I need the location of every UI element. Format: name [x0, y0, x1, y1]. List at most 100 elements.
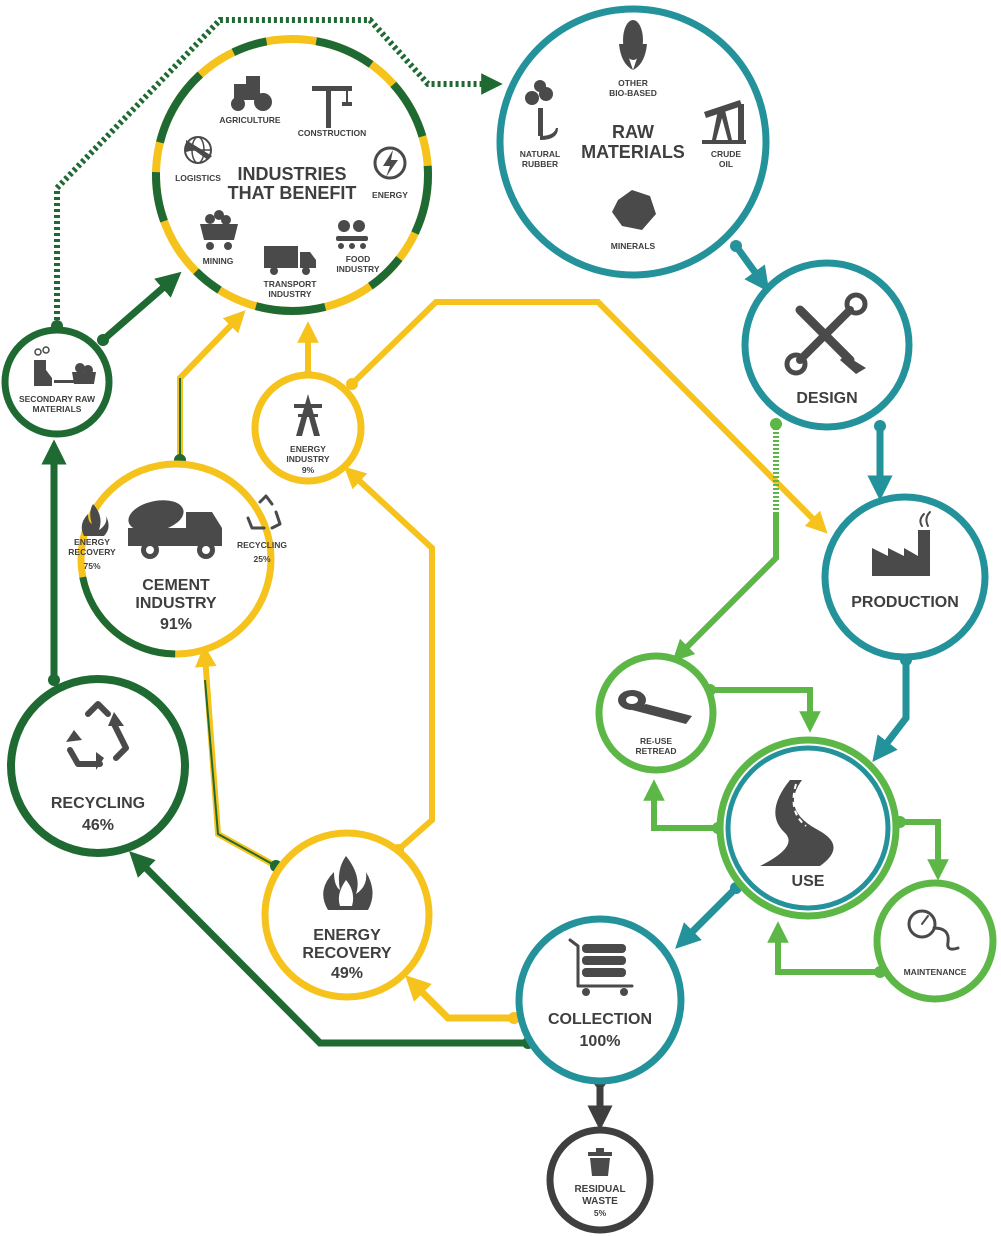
- oil-pump-icon: [702, 100, 746, 144]
- industries-transport-label-2: INDUSTRY: [268, 289, 311, 299]
- rock-icon: [612, 190, 656, 230]
- cement-er-value: 75%: [83, 561, 100, 571]
- node-maintenance: MAINTENANCE: [873, 879, 997, 1003]
- industries-food-label-1: FOOD: [346, 254, 371, 264]
- corn-icon: [619, 20, 647, 70]
- node-reuse: RE-USE RETREAD: [595, 652, 717, 774]
- raw-materials-crude-1: CRUDE: [711, 149, 742, 159]
- maintenance-label: MAINTENANCE: [904, 967, 967, 977]
- collection-value: 100%: [580, 1033, 621, 1050]
- arrow-maintenance-to-use: [767, 921, 880, 975]
- arrow-collection-to-energy-recovery: [405, 975, 514, 1022]
- pressure-gauge-icon: [907, 909, 960, 951]
- industries-food-label-2: INDUSTRY: [336, 264, 379, 274]
- arrow-use-to-maintenance: [900, 819, 949, 881]
- arrow-secondary-to-industries: [100, 271, 182, 343]
- node-residual-waste: RESIDUAL WASTE 5%: [546, 1126, 654, 1234]
- node-use: USE: [716, 736, 900, 920]
- residual-label-2: WASTE: [582, 1196, 618, 1207]
- road-icon: [760, 780, 834, 866]
- cement-rec-label: RECYCLING: [237, 540, 287, 550]
- raw-materials-rubber-1: NATURAL: [520, 149, 560, 159]
- lightning-icon: [373, 146, 407, 180]
- arrow-production-to-use: [872, 660, 910, 763]
- crane-icon: [312, 86, 352, 128]
- globe-plane-icon: [184, 136, 212, 164]
- arrow-collection-to-recycling: [129, 851, 528, 1047]
- raw-materials-rubber-2: RUBBER: [522, 159, 558, 169]
- node-production: PRODUCTION: [821, 493, 989, 661]
- tractor-icon: [231, 76, 272, 111]
- energy-industry-label-1: ENERGY: [290, 444, 326, 454]
- secondary-label-2: MATERIALS: [33, 404, 82, 414]
- recycling-value: 46%: [82, 817, 114, 834]
- arrow-energy-recovery-to-energy-industry: [344, 466, 435, 853]
- energy-recovery-label-1: ENERGY: [313, 927, 381, 944]
- production-label: PRODUCTION: [851, 594, 959, 611]
- cement-rec-value: 25%: [253, 554, 270, 564]
- rubber-tree-icon: [525, 80, 558, 140]
- energy-recovery-label-2: RECOVERY: [302, 945, 392, 962]
- recycling-label: RECYCLING: [51, 795, 145, 812]
- raw-materials-other-2: BIO-BASED: [609, 88, 657, 98]
- conveyor-icon: [336, 220, 368, 249]
- energy-recovery-value: 49%: [331, 965, 363, 982]
- raw-materials-title-2: MATERIALS: [581, 142, 685, 162]
- factory-icon: [872, 511, 931, 576]
- recycle-icon: [66, 701, 129, 770]
- industries-energy-label: ENERGY: [372, 190, 408, 200]
- node-industries: INDUSTRIES THAT BENEFIT AGRICULTURE CONS…: [152, 35, 432, 315]
- tire-cart-icon: [568, 938, 634, 996]
- arrow-reuse-to-use: [710, 687, 821, 733]
- recycle-icon: [246, 494, 282, 530]
- energy-industry-value: 9%: [302, 465, 315, 475]
- reuse-label-2: RETREAD: [635, 746, 676, 756]
- industries-logistics-label: LOGISTICS: [175, 173, 221, 183]
- industries-construction-label: CONSTRUCTION: [298, 128, 366, 138]
- raw-materials-crude-2: OIL: [719, 159, 733, 169]
- node-cement-industry: ENERGY RECOVERY 75% RECYCLING 25% CEMENT…: [68, 460, 287, 658]
- cement-mixer-icon: [128, 500, 222, 559]
- trash-icon: [588, 1148, 612, 1176]
- reuse-label-1: RE-USE: [640, 736, 672, 746]
- truck-icon: [264, 246, 316, 275]
- cement-label-1: CEMENT: [142, 577, 210, 594]
- flame-icon: [323, 856, 373, 910]
- residual-value: 5%: [594, 1208, 607, 1218]
- arrow-energy-recovery-to-cement: [195, 645, 278, 869]
- cement-er-label-2: RECOVERY: [68, 547, 116, 557]
- node-secondary-raw-materials: SECONDARY RAW MATERIALS: [1, 326, 113, 438]
- node-energy-recovery: ENERGY RECOVERY 49%: [261, 829, 433, 1001]
- cement-label-2: INDUSTRY: [135, 595, 217, 612]
- collection-label: COLLECTION: [548, 1011, 652, 1028]
- arrow-use-to-collection: [675, 885, 739, 949]
- factory-cart-icon: [34, 346, 96, 386]
- tire-icon: [618, 690, 692, 724]
- industries-transport-label-1: TRANSPORT: [264, 279, 318, 289]
- energy-industry-label-2: INDUSTRY: [286, 454, 329, 464]
- cement-value: 91%: [160, 616, 192, 633]
- power-tower-icon: [294, 394, 322, 436]
- node-collection: COLLECTION 100%: [515, 915, 685, 1085]
- flame-icon: [81, 504, 109, 536]
- design-label: DESIGN: [796, 390, 857, 407]
- node-recycling: RECYCLING 46%: [7, 675, 189, 857]
- industries-title-1: INDUSTRIES: [237, 164, 346, 184]
- raw-materials-minerals: MINERALS: [611, 241, 656, 251]
- arrow-secondary-to-raw-materials: [54, 17, 503, 326]
- arrow-energy-industry-to-production: [349, 299, 828, 534]
- use-label: USE: [792, 873, 825, 890]
- node-design: DESIGN: [741, 259, 913, 431]
- residual-label-1: RESIDUAL: [574, 1184, 625, 1195]
- secondary-label-1: SECONDARY RAW: [19, 394, 96, 404]
- node-raw-materials: RAW MATERIALS OTHER BIO-BASED NATURAL RU…: [496, 5, 770, 279]
- tools-icon: [784, 292, 868, 376]
- cement-er-label-1: ENERGY: [74, 537, 110, 547]
- raw-materials-title-1: RAW: [612, 122, 654, 142]
- arrow-cement-to-industries: [177, 310, 246, 460]
- mine-cart-icon: [200, 210, 238, 250]
- industries-title-2: THAT BENEFIT: [228, 183, 357, 203]
- arrow-use-to-reuse: [643, 779, 718, 831]
